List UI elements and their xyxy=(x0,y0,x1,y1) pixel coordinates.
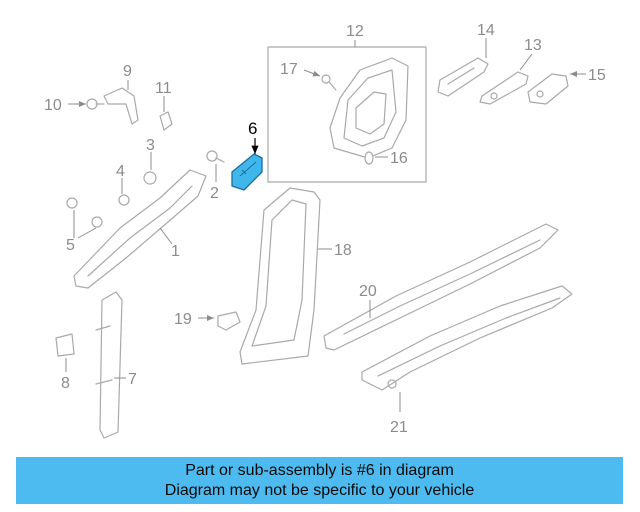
part-5-clips xyxy=(66,197,103,239)
part-6-highlighted xyxy=(231,138,263,191)
part-1-pillar-trim xyxy=(73,169,207,289)
parts-diagram: 1 2 3 4 5 6 7 8 9 10 11 12 13 14 15 16 1… xyxy=(44,22,606,439)
part-17-screw xyxy=(303,69,337,91)
callout-17: 17 xyxy=(280,61,298,78)
part-13-bracket xyxy=(479,53,533,105)
callout-21: 21 xyxy=(390,419,408,436)
callout-7: 7 xyxy=(128,371,137,388)
part-2-screw xyxy=(206,150,225,182)
part-3-clip xyxy=(143,152,157,185)
part-12-trim xyxy=(329,57,409,159)
banner-line-2: Diagram may not be specific to your vehi… xyxy=(164,481,475,499)
part-20-sill-plate xyxy=(323,223,559,351)
part-21-sill-reinforcement xyxy=(361,285,573,412)
part-14-bracket xyxy=(437,38,489,97)
callout-15: 15 xyxy=(588,67,606,84)
callout-5: 5 xyxy=(66,237,75,254)
callout-14: 14 xyxy=(477,22,495,39)
part-9-bracket xyxy=(103,80,139,125)
callout-10: 10 xyxy=(44,97,62,114)
callout-labels: 1 2 3 4 5 6 7 8 9 10 11 12 13 14 15 16 1… xyxy=(44,22,606,436)
callout-13: 13 xyxy=(524,37,542,54)
callout-6: 6 xyxy=(248,119,257,138)
part-18-pillar-trim xyxy=(239,187,332,365)
part-10-screw xyxy=(68,98,105,110)
callout-20: 20 xyxy=(359,283,377,300)
part-19-clip xyxy=(198,311,241,331)
callout-12: 12 xyxy=(346,23,364,40)
callout-3: 3 xyxy=(146,137,155,154)
part-7-lower-pillar xyxy=(95,291,126,439)
part-11-clip xyxy=(159,96,173,131)
callout-18: 18 xyxy=(334,242,352,259)
part-15-bracket xyxy=(527,71,586,105)
part-12-assembly-box xyxy=(267,40,427,183)
callout-19: 19 xyxy=(174,311,192,328)
part-8-clip xyxy=(55,333,75,372)
part-16-clip xyxy=(364,151,388,165)
callout-16: 16 xyxy=(390,150,408,167)
banner-line-1: Part or sub-assembly is #6 in diagram xyxy=(185,461,454,479)
part-4-clip xyxy=(118,178,130,206)
callout-2: 2 xyxy=(210,185,219,202)
callout-8: 8 xyxy=(61,375,70,392)
callout-4: 4 xyxy=(116,163,125,180)
callout-1: 1 xyxy=(171,243,180,260)
info-banner: Part or sub-assembly is #6 in diagram Di… xyxy=(16,457,623,504)
callout-9: 9 xyxy=(123,63,132,80)
callout-11: 11 xyxy=(155,80,172,97)
